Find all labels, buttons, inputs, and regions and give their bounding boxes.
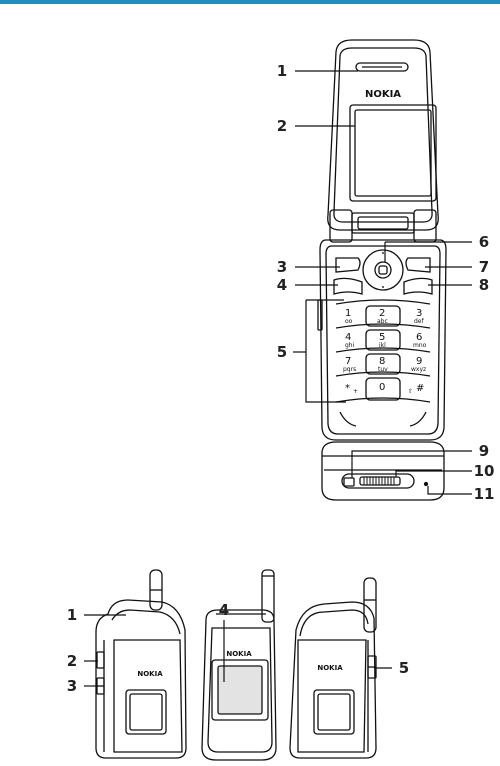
callout-popport-connector: 10 <box>474 462 495 480</box>
callout-side-key: 3 <box>67 677 77 695</box>
key-2-sub: abc <box>377 318 388 325</box>
key-star: * <box>345 383 350 394</box>
key-star-sub: + <box>353 388 358 395</box>
callout-display: 2 <box>277 117 287 135</box>
callout-earpiece: 1 <box>277 62 287 80</box>
key-8-sub: tuv <box>378 366 388 373</box>
callout-charger-connector: 9 <box>479 442 489 460</box>
callout-nav-key: 6 <box>479 233 489 251</box>
callout-call-key: 4 <box>277 276 287 294</box>
key-5-sub: jkl <box>378 342 386 349</box>
callout-end-key: 8 <box>479 276 489 294</box>
key-hash-sub: ⇧ <box>408 388 413 395</box>
callout-headset-connector: 5 <box>399 659 409 677</box>
callout-closed-earpiece: 1 <box>67 606 77 624</box>
callout-volume-key: 2 <box>67 652 77 670</box>
brand-logo-closed-center: NOKIA <box>226 650 252 658</box>
callout-microphone: 11 <box>474 485 495 503</box>
brand-logo-front: NOKIA <box>365 89 401 100</box>
key-4-sub: ghi <box>345 342 355 349</box>
charger-pins <box>364 477 394 485</box>
key-hash: # <box>416 383 424 394</box>
callout-outer-display: 4 <box>219 601 229 619</box>
callout-right-softkey: 7 <box>479 258 489 276</box>
closed-left-leaders <box>84 615 126 686</box>
callout-keypad: 5 <box>277 343 287 361</box>
key-7-sub: pqrs <box>343 366 356 373</box>
key-9-sub: wxyz <box>411 366 426 373</box>
brand-logo-closed-right: NOKIA <box>317 664 343 672</box>
key-3-sub: def <box>414 318 425 325</box>
open-phone-front <box>318 40 446 440</box>
closed-phone-left <box>96 570 186 758</box>
brand-logo-closed-left: NOKIA <box>137 670 163 678</box>
key-6-sub: mno <box>413 342 427 349</box>
closed-phone-center <box>202 570 276 760</box>
key-1-sub: oo <box>345 318 353 325</box>
callout-left-softkey: 3 <box>277 258 287 276</box>
